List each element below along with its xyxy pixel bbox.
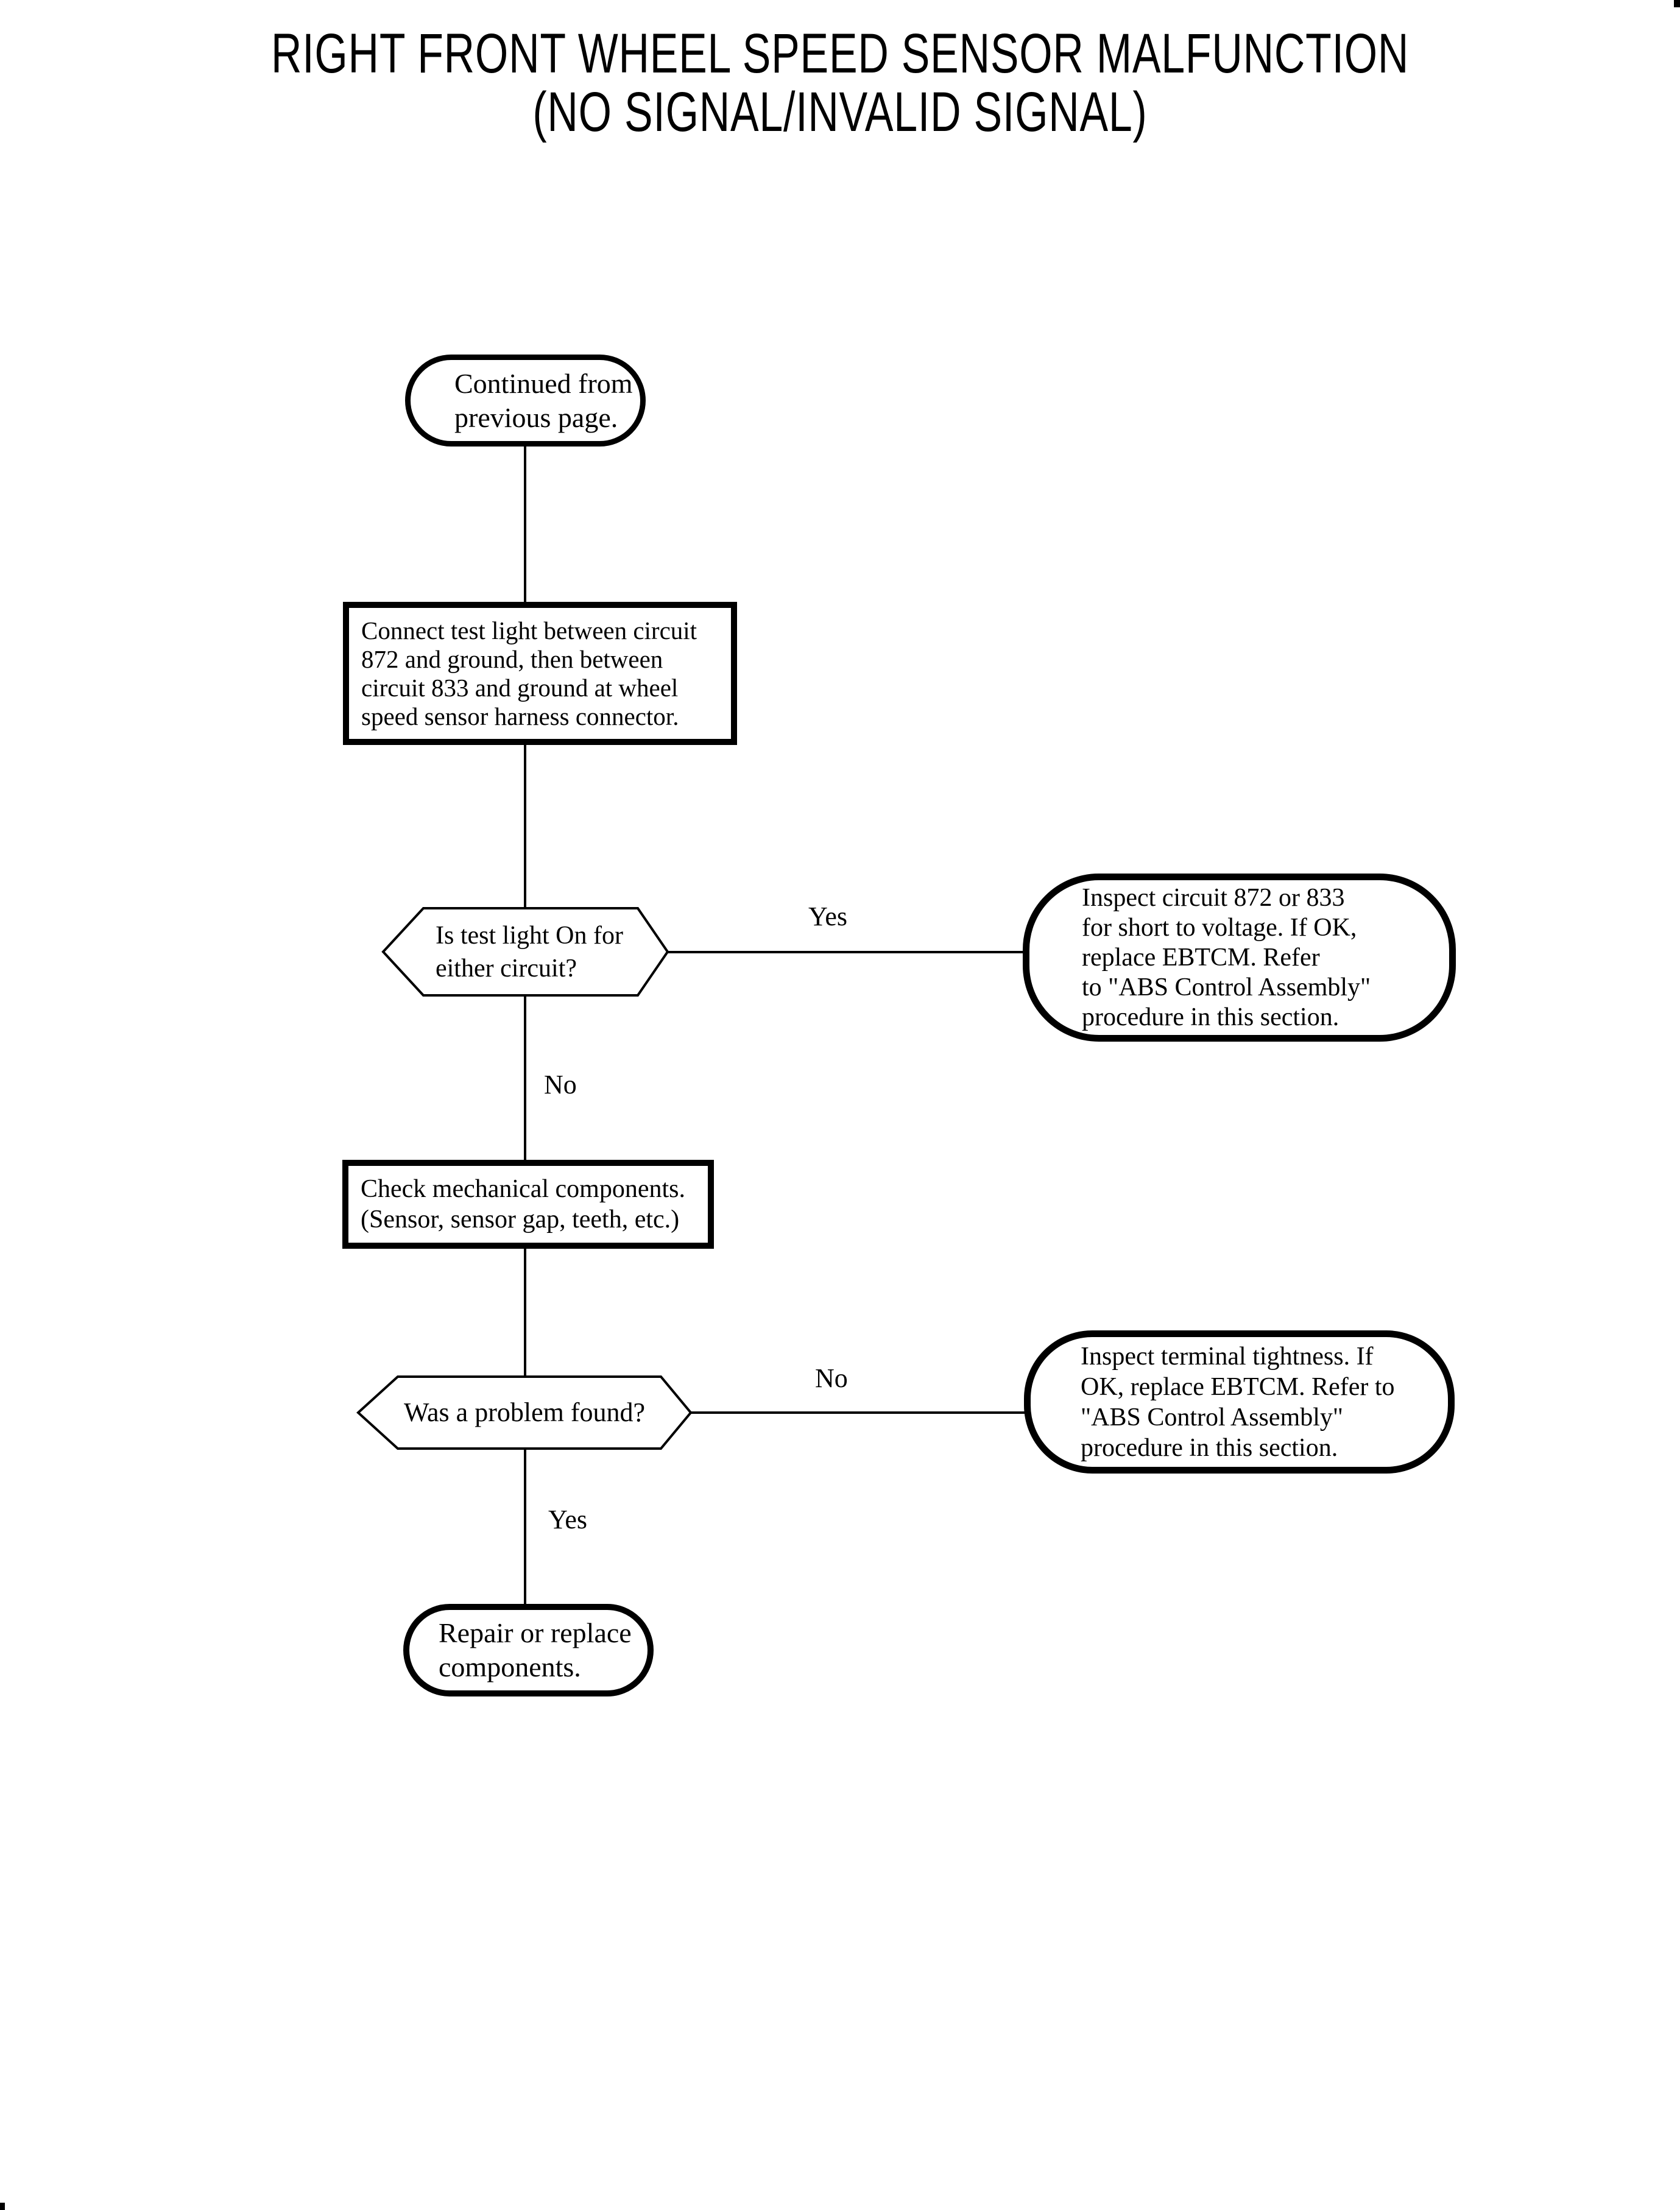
- branch-label-no: No: [544, 1070, 577, 1100]
- terminator-inspect-terminal-tightness: Inspect terminal tightness. If OK, repla…: [1024, 1330, 1455, 1474]
- connector-continued-to-connect: [524, 445, 526, 603]
- branch-label-yes: Yes: [548, 1505, 588, 1534]
- page-title-line-1: RIGHT FRONT WHEEL SPEED SENSOR MALFUNCTI…: [270, 23, 1410, 85]
- connector-problem-yes-to-repair: [524, 1448, 526, 1605]
- hexagon-shape: [381, 907, 669, 997]
- node-text: Continued from previous page.: [454, 367, 633, 433]
- page-title-line-2: (NO SIGNAL/INVALID SIGNAL): [532, 81, 1148, 143]
- node-text: Check mechanical components. (Sensor, se…: [361, 1175, 685, 1234]
- terminator-inspect-circuit-872-833: Inspect circuit 872 or 833 for short to …: [1023, 874, 1456, 1042]
- scan-artifact: [1674, 0, 1680, 7]
- branch-label-no: No: [815, 1363, 848, 1393]
- terminator-continued-from-previous-page: Continued from previous page.: [405, 355, 646, 447]
- node-text: Connect test light between circuit 872 a…: [361, 616, 697, 730]
- decision-was-problem-found: Was a problem found?: [356, 1375, 693, 1450]
- terminator-repair-or-replace: Repair or replace components.: [403, 1604, 654, 1696]
- scan-artifact: [0, 2203, 5, 2210]
- connector-problem-no-to-inspect-terminal: [690, 1411, 1026, 1414]
- branch-label-yes: Yes: [808, 902, 848, 931]
- page-title: RIGHT FRONT WHEEL SPEED SENSOR MALFUNCTI…: [0, 24, 1680, 141]
- node-text: Is test light On for either circuit?: [436, 921, 623, 983]
- process-connect-test-light: Connect test light between circuit 872 a…: [343, 602, 737, 745]
- node-text: Was a problem found?: [404, 1397, 645, 1427]
- decision-is-test-light-on: Is test light On for either circuit?: [381, 906, 669, 997]
- node-text: Inspect terminal tightness. If OK, repla…: [1081, 1342, 1395, 1462]
- connector-testlight-yes-to-inspect-voltage: [667, 951, 1024, 953]
- process-check-mechanical-components: Check mechanical components. (Sensor, se…: [342, 1160, 714, 1249]
- hexagon-shape: [356, 1375, 693, 1450]
- node-text: Repair or replace components.: [439, 1617, 632, 1682]
- connector-testlight-no-to-check: [524, 995, 526, 1161]
- node-text: Inspect circuit 872 or 833 for short to …: [1082, 883, 1371, 1031]
- connector-connect-to-testlight: [524, 744, 526, 909]
- connector-check-to-problem: [524, 1248, 526, 1377]
